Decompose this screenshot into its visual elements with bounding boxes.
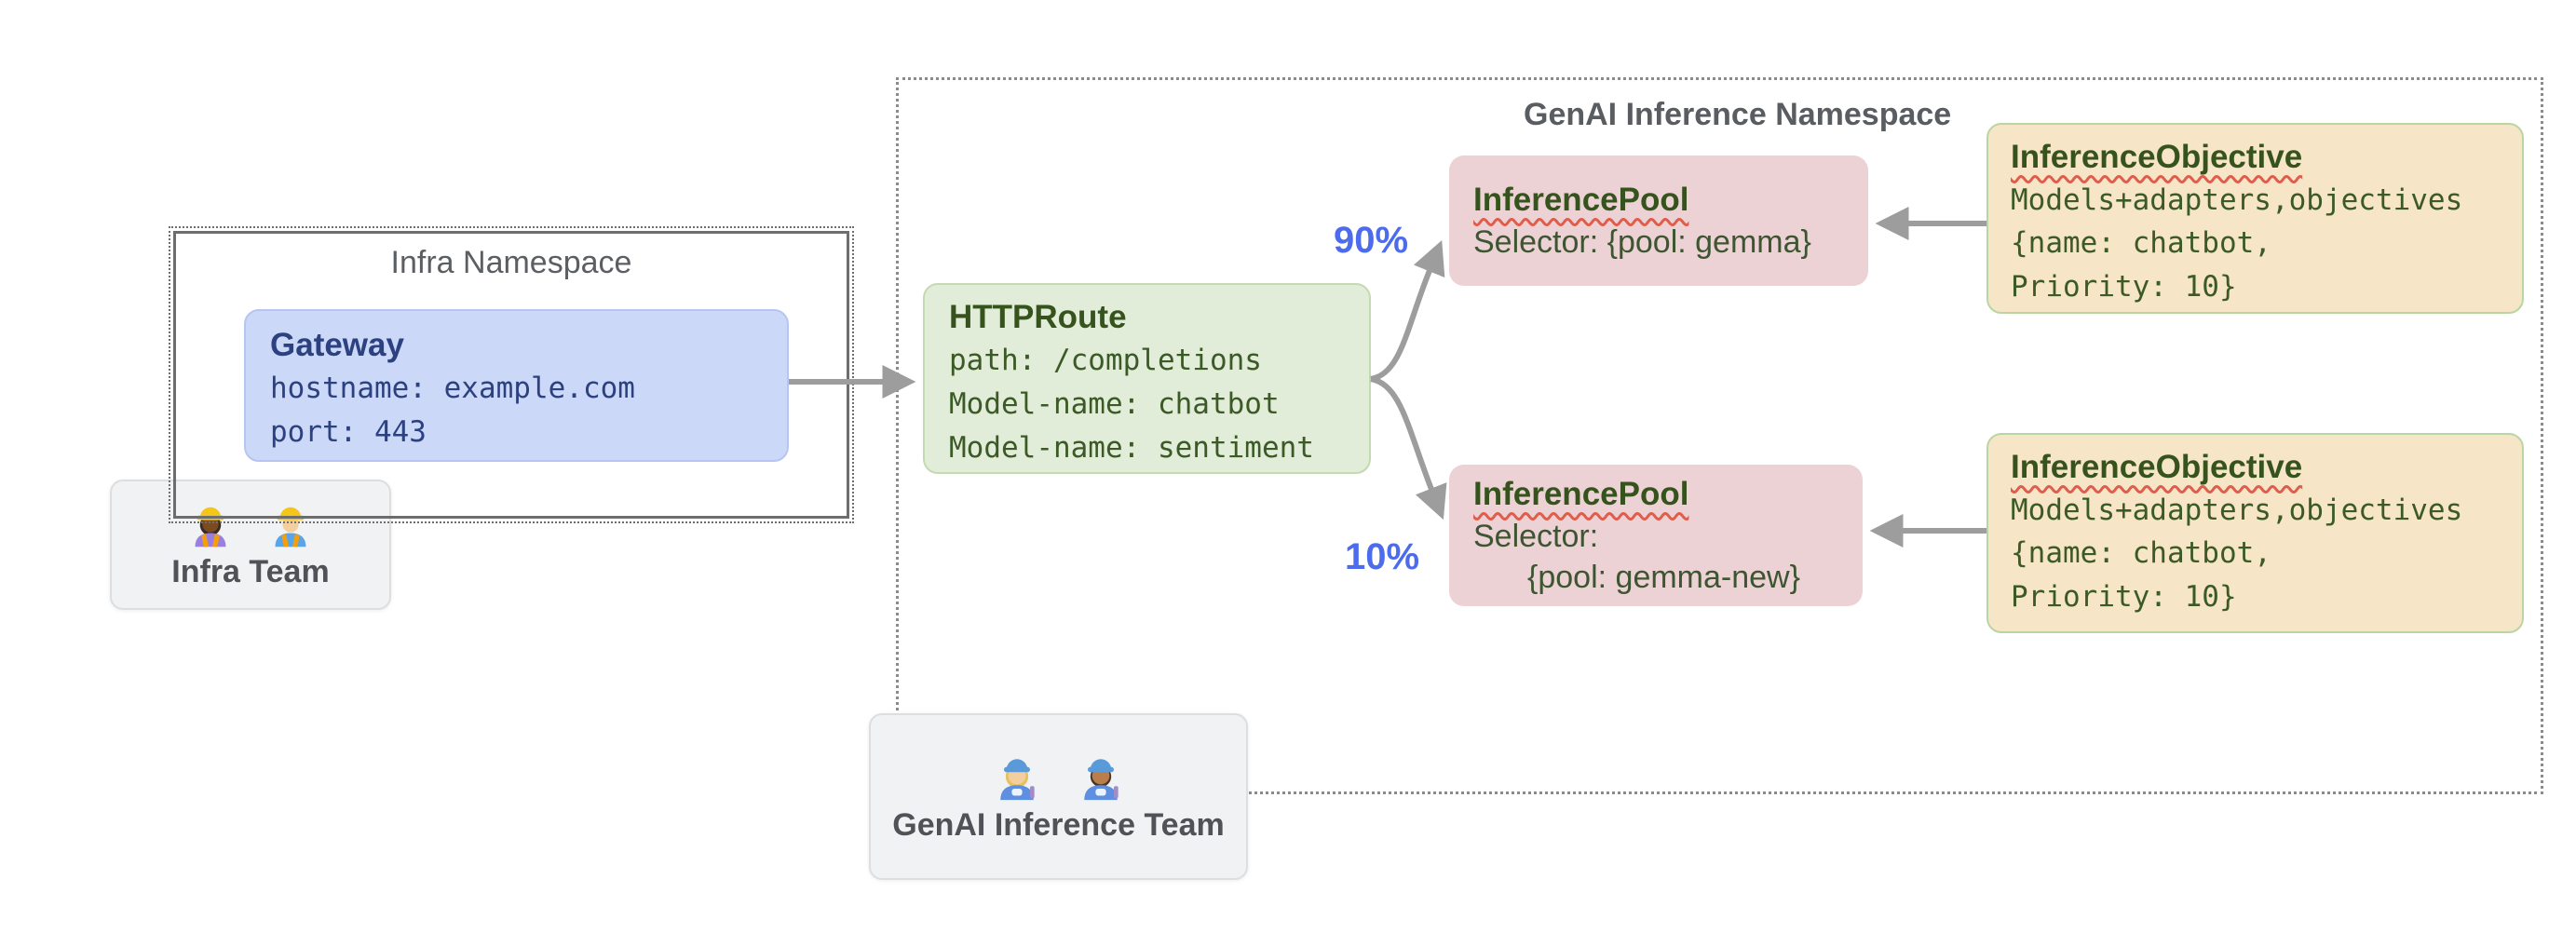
woman-mechanic-icon (999, 759, 1035, 801)
httproute-box: HTTPRoute path: /completions Model-name:… (923, 283, 1371, 474)
inference-objective-top-name: {name: chatbot, (2011, 226, 2271, 260)
inference-objective-top-priority: Priority: 10} (2011, 269, 2237, 304)
gateway-hostname: hostname: example.com (270, 371, 635, 405)
gateway-port: port: 443 (270, 414, 427, 449)
inference-pool-gemma-new-box: InferencePool Selector: {pool: gemma-new… (1449, 465, 1863, 606)
man-mechanic-icon (1083, 759, 1119, 801)
inference-objective-bottom-priority: Priority: 10} (2011, 579, 2237, 614)
gateway-title: Gateway (270, 327, 404, 363)
httproute-title: HTTPRoute (949, 299, 1127, 335)
inference-objective-bottom-models: Models+adapters,objectives (2011, 493, 2463, 527)
inference-objective-top-title: InferenceObjective (2011, 139, 2303, 175)
gateway-box: Gateway hostname: example.com port: 443 (244, 309, 789, 462)
inference-objective-bottom-box: InferenceObjective Models+adapters,objec… (1986, 433, 2524, 633)
genai-team-icons (991, 750, 1127, 802)
inference-objective-bottom-title: InferenceObjective (2011, 449, 2303, 485)
inference-pool-gemma-new-selector: Selector: (1473, 518, 1599, 554)
genai-inference-team-label: GenAI Inference Team (892, 807, 1225, 843)
inference-pool-gemma-new-selector-value: {pool: gemma-new} (1527, 559, 1800, 595)
traffic-split-10-label: 10% (1344, 536, 1420, 577)
traffic-split-90-label: 90% (1333, 220, 1409, 261)
infra-team-label: Infra Team (171, 553, 330, 589)
httproute-model-sentiment: Model-name: sentiment (949, 430, 1314, 465)
inference-pool-gemma-new-title: InferencePool (1473, 476, 1689, 513)
genai-inference-namespace-title: GenAI Inference Namespace (1524, 97, 1952, 132)
infra-namespace-box: Infra Namespace (169, 226, 854, 523)
infra-namespace-title: Infra Namespace (390, 245, 632, 280)
inference-pool-gemma-title: InferencePool (1473, 182, 1689, 219)
inference-pool-gemma-box: InferencePool Selector: {pool: gemma} (1449, 156, 1868, 286)
inference-objective-bottom-name: {name: chatbot, (2011, 536, 2271, 570)
genai-inference-namespace-box (896, 77, 2543, 794)
httproute-path: path: /completions (949, 343, 1262, 377)
httproute-model-chatbot: Model-name: chatbot (949, 386, 1280, 421)
inference-objective-top-box: InferenceObjective Models+adapters,objec… (1986, 123, 2524, 314)
genai-inference-team-box: GenAI Inference Team (869, 713, 1248, 880)
inference-objective-top-models: Models+adapters,objectives (2011, 183, 2463, 217)
inference-pool-gemma-selector: Selector: {pool: gemma} (1473, 223, 1811, 260)
